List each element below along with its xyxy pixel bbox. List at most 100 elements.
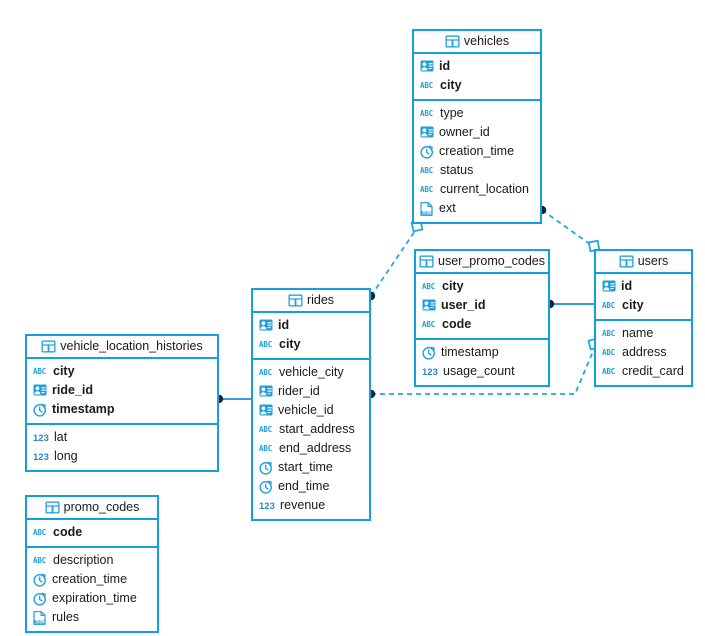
svg-text:JSON: JSON	[35, 619, 45, 624]
table-icon	[619, 255, 634, 269]
field-row-rides[interactable]: rider_id	[253, 382, 369, 401]
id-card-icon	[33, 384, 47, 398]
field-row-vehicles[interactable]: owner_id	[414, 123, 540, 142]
primary-key-row-rides[interactable]: id	[253, 316, 369, 335]
field-name-label: current_location	[440, 182, 529, 197]
id-card-icon	[602, 280, 616, 294]
field-name-label: type	[440, 106, 464, 121]
field-name-label: user_id	[441, 298, 486, 313]
abc-icon: ABC	[259, 424, 272, 434]
svg-text:JSON: JSON	[422, 210, 432, 215]
table-header-vehicle_location_histories[interactable]: vehicle_location_histories	[27, 336, 217, 359]
table-header-promo_codes[interactable]: promo_codes	[27, 497, 157, 520]
clock-icon	[33, 403, 47, 417]
field-name-label: credit_card	[622, 364, 684, 379]
primary-key-row-vehicles[interactable]: ABC city	[414, 76, 540, 95]
edge-upc-to-users	[545, 299, 594, 309]
id-card-icon	[420, 126, 434, 140]
abc-icon: ABC	[259, 367, 272, 377]
clock-icon	[422, 346, 436, 360]
abc-icon: ABC	[259, 443, 272, 453]
field-name-label: description	[53, 553, 114, 568]
table-header-users[interactable]: users	[596, 251, 691, 274]
field-row-users[interactable]: ABC credit_card	[596, 362, 691, 381]
primary-key-row-vehicles[interactable]: id	[414, 57, 540, 76]
field-row-users[interactable]: ABC address	[596, 343, 691, 362]
field-name-label: city	[440, 78, 462, 93]
field-row-promo_codes[interactable]: expiration_time	[27, 589, 157, 608]
field-row-vehicles[interactable]: creation_time	[414, 142, 540, 161]
clock-icon	[33, 592, 47, 606]
abc-icon: ABC	[422, 319, 435, 329]
table-header-vehicles[interactable]: vehicles	[414, 31, 540, 54]
field-name-label: city	[53, 364, 75, 379]
field-row-promo_codes[interactable]: ABC description	[27, 551, 157, 570]
field-name-label: code	[53, 525, 83, 540]
field-row-promo_codes[interactable]: creation_time	[27, 570, 157, 589]
field-row-rides[interactable]: start_time	[253, 458, 369, 477]
field-name-label: lat	[54, 430, 68, 445]
clock-icon	[420, 145, 434, 159]
field-row-rides[interactable]: vehicle_id	[253, 401, 369, 420]
abc-icon: ABC	[33, 555, 46, 565]
table-header-user_promo_codes[interactable]: user_promo_codes	[416, 251, 548, 274]
field-name-label: city	[279, 337, 301, 352]
table-header-rides[interactable]: rides	[253, 290, 369, 313]
field-row-rides[interactable]: ABC vehicle_city	[253, 363, 369, 382]
id-card-icon	[259, 404, 273, 418]
table-icon	[41, 340, 56, 354]
primary-key-row-users[interactable]: id	[596, 277, 691, 296]
abc-icon: ABC	[602, 366, 615, 376]
table-name-label: rides	[306, 293, 335, 308]
primary-key-row-vehicle_location_histories[interactable]: ride_id	[27, 381, 217, 400]
field-row-rides[interactable]: end_time	[253, 477, 369, 496]
field-name-label: ride_id	[52, 383, 93, 398]
field-name-label: name	[622, 326, 654, 341]
table-name-label: users	[637, 254, 669, 269]
field-name-label: owner_id	[439, 125, 490, 140]
abc-icon: ABC	[420, 80, 433, 90]
field-row-user_promo_codes[interactable]: timestamp	[416, 343, 548, 362]
field-name-label: creation_time	[439, 144, 515, 159]
edge-vlh-to-rides	[214, 394, 251, 404]
clock-icon	[259, 480, 273, 494]
abc-icon: ABC	[602, 347, 615, 357]
primary-key-row-vehicle_location_histories[interactable]: timestamp	[27, 400, 217, 419]
table-name-label: user_promo_codes	[438, 254, 546, 269]
field-name-label: address	[622, 345, 667, 360]
primary-key-row-user_promo_codes[interactable]: user_id	[416, 296, 548, 315]
field-name-label: vehicle_city	[279, 365, 344, 380]
